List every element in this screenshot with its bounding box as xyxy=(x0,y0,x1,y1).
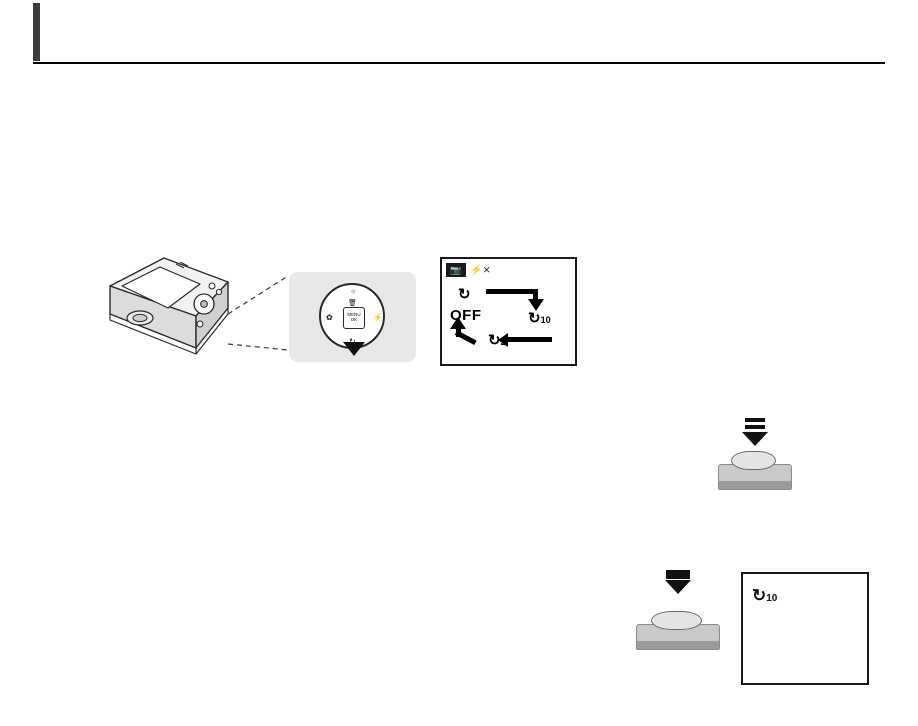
macro-flower-icon: ✿ xyxy=(326,313,333,322)
shutter-release-button[interactable] xyxy=(731,451,777,470)
flash-off-icon: ⚡⨯ xyxy=(470,264,491,276)
timer-10s-label: ↻10 xyxy=(528,310,551,327)
header-tab-marker xyxy=(33,3,40,61)
shutter-button-press-halfway xyxy=(718,418,792,490)
self-timer-off-symbol: ↻ xyxy=(458,286,471,303)
delete-trash-icon: 🗑 xyxy=(348,300,357,307)
flash-bolt-icon: ⚡ xyxy=(373,313,383,322)
timer-10s-indicator-icon: ↻10 xyxy=(752,586,778,605)
multi-selector-ring[interactable]: ☼ ✿ ⚡ ↻ MENU OK xyxy=(319,283,385,349)
camera-illustration-alt: Line drawing of a compact digital camera… xyxy=(0,0,1,1)
cycle-arrows xyxy=(450,289,552,347)
camera-top-strip xyxy=(719,481,791,489)
self-timer-countdown-lcd: ↻10 xyxy=(741,572,869,685)
shutter-release-button[interactable] xyxy=(651,611,702,630)
shutter-button-press-full xyxy=(636,570,720,650)
lcd-status-bar: 📷 ⚡⨯ xyxy=(446,263,491,277)
camera-mode-icon: 📷 xyxy=(446,263,466,277)
camera-top-strip xyxy=(637,641,719,649)
callout-leader-lines xyxy=(227,275,289,351)
compact-camera-illustration xyxy=(92,252,232,364)
menu-ok-button[interactable]: MENU OK xyxy=(343,307,365,329)
header-rule xyxy=(33,62,885,64)
multi-selector-callout: ☼ ✿ ⚡ ↻ MENU OK 🗑 xyxy=(289,272,416,362)
self-timer-cycle-lcd: 📷 ⚡⨯ ↻ OFF ↻10 ↻2 xyxy=(440,257,577,366)
exposure-compensation-icon: ☼ xyxy=(350,288,357,295)
self-timer-clock-icon: ↻ xyxy=(349,337,356,346)
down-arrow-indicator xyxy=(343,342,365,356)
